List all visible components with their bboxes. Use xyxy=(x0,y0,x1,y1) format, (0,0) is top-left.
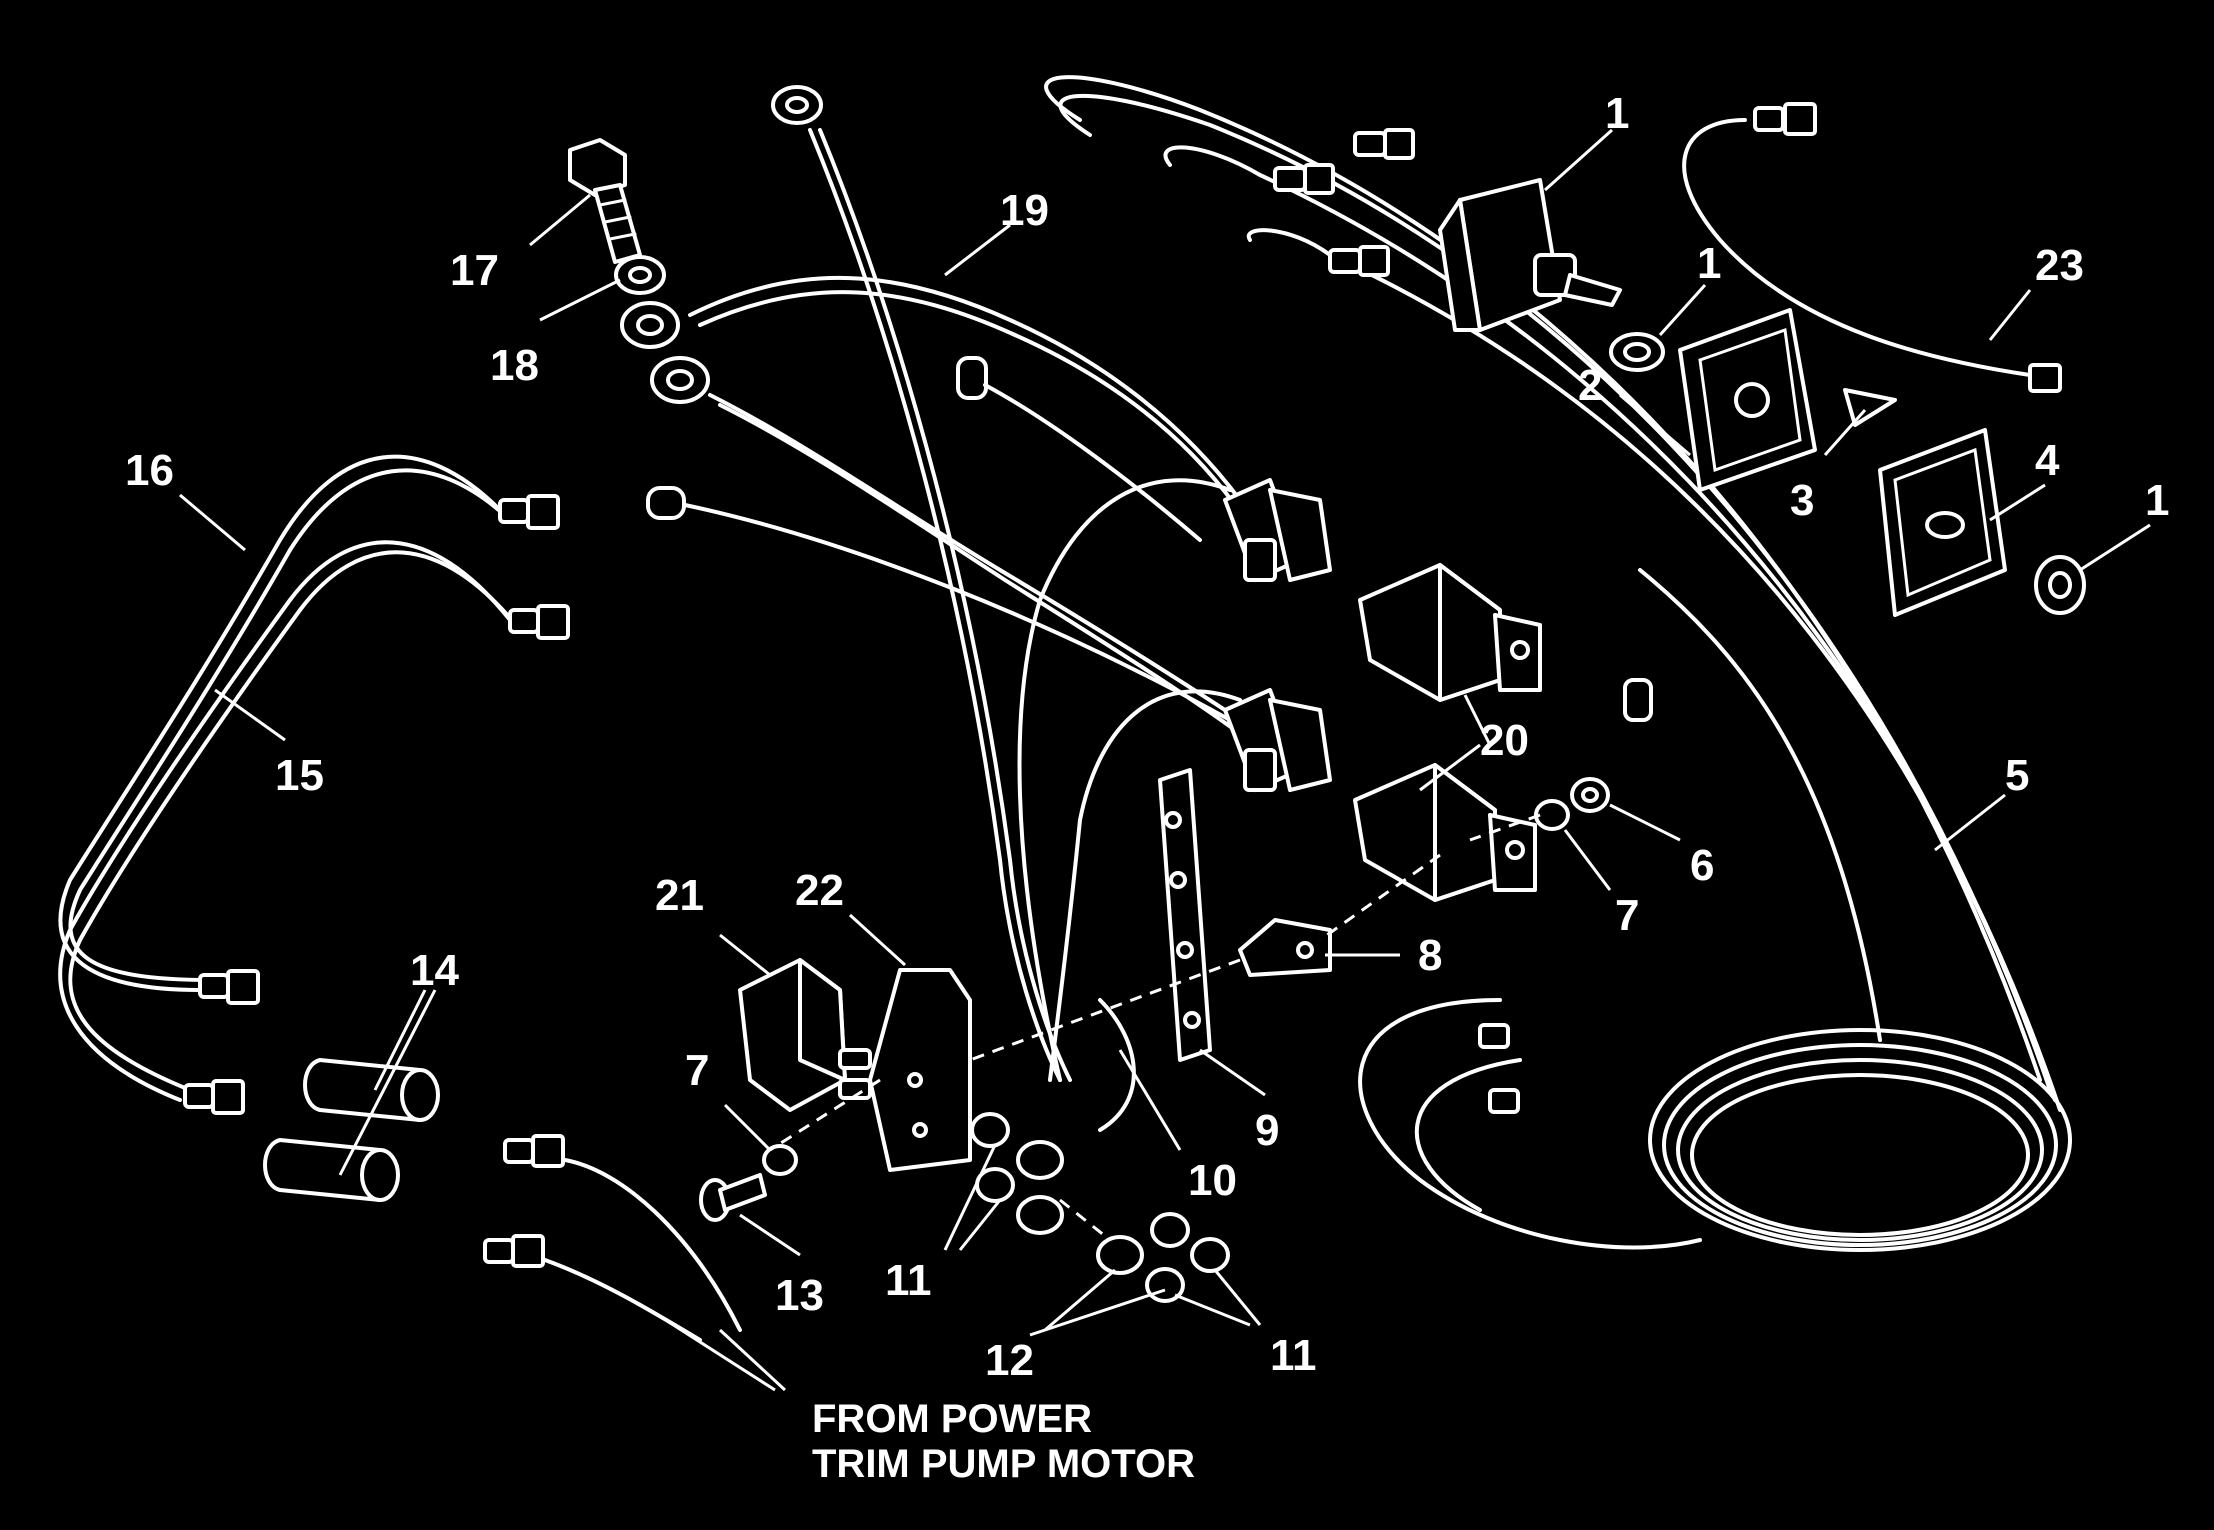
callout-5: 5 xyxy=(2005,751,2029,800)
callout-7-breaker: 7 xyxy=(685,1046,709,1095)
bracket-22 xyxy=(868,968,972,1172)
wires-to-connectors xyxy=(646,356,1242,1132)
connector-lower xyxy=(1223,688,1332,792)
callout-16: 16 xyxy=(125,446,174,495)
callout-9: 9 xyxy=(1255,1106,1279,1155)
washer-7-lower xyxy=(762,1144,798,1176)
callout-22: 22 xyxy=(795,866,844,915)
callout-4: 4 xyxy=(2035,436,2060,485)
callout-10: 10 xyxy=(1188,1156,1237,1205)
nuts-11 xyxy=(970,1112,1230,1303)
strap-9 xyxy=(1158,768,1212,1062)
callout-1-nut: 1 xyxy=(1697,239,1721,288)
callout-13: 13 xyxy=(775,1271,824,1320)
nut-1 xyxy=(2034,555,2086,615)
mounting-plate-2 xyxy=(1678,308,1817,492)
callout-20: 20 xyxy=(1480,716,1529,765)
connector-upper xyxy=(1223,478,1332,582)
callout-6: 6 xyxy=(1690,841,1714,890)
lead-wire-23 xyxy=(1682,102,2062,393)
screw-3 xyxy=(1843,388,1897,427)
callout-15: 15 xyxy=(275,751,324,800)
callout-23: 23 xyxy=(2035,241,2084,290)
toggle-switch-1 xyxy=(1438,178,1665,372)
callout-7-relay: 7 xyxy=(1615,891,1639,940)
screw-13 xyxy=(699,1173,767,1222)
callout-11-left: 11 xyxy=(885,1256,932,1305)
lead-wire-top xyxy=(771,85,1072,1082)
wire-loop-15-16 xyxy=(58,454,570,1115)
callout-19: 19 xyxy=(1000,186,1049,235)
callout-18: 18 xyxy=(490,341,539,390)
washers-12 xyxy=(1016,1140,1144,1275)
relay-20-lower xyxy=(1353,763,1537,902)
callout-14: 14 xyxy=(410,946,459,995)
caption: FROM POWER TRIM PUMP MOTOR xyxy=(812,1397,1195,1486)
sleeves-14 xyxy=(263,1058,440,1202)
callout-17: 17 xyxy=(450,246,499,295)
callout-1-switch: 1 xyxy=(1605,89,1629,138)
callout-labels: 1 1 1 2 3 4 5 6 7 7 8 9 10 11 11 12 13 1… xyxy=(125,89,2169,1385)
callout-21: 21 xyxy=(655,871,704,920)
callout-1-right-nut: 1 xyxy=(2145,476,2169,525)
relay-20-upper xyxy=(1358,563,1542,702)
circuit-breaker-21 xyxy=(738,958,872,1112)
pump-motor-wires xyxy=(483,1134,742,1342)
callout-3: 3 xyxy=(1790,476,1814,525)
main-harness-5 xyxy=(1044,75,2072,1252)
cable-19 xyxy=(620,275,1242,732)
caption-line-1: FROM POWER xyxy=(812,1397,1092,1441)
nut-6 xyxy=(1570,777,1610,813)
boot-4 xyxy=(1878,428,2007,617)
callout-8: 8 xyxy=(1418,931,1442,980)
washer-7 xyxy=(1534,799,1570,831)
leader-lines xyxy=(179,128,2151,1392)
bolt-17 xyxy=(568,138,642,264)
callout-12: 12 xyxy=(985,1336,1034,1385)
alignment-lines xyxy=(769,813,1541,1242)
callout-11-right: 11 xyxy=(1270,1331,1317,1380)
washer-18 xyxy=(614,255,666,295)
caption-line-2: TRIM PUMP MOTOR xyxy=(812,1442,1195,1486)
bracket-8 xyxy=(1238,918,1332,977)
callout-2: 2 xyxy=(1578,361,1602,410)
harness-terminals xyxy=(1273,128,1653,1114)
